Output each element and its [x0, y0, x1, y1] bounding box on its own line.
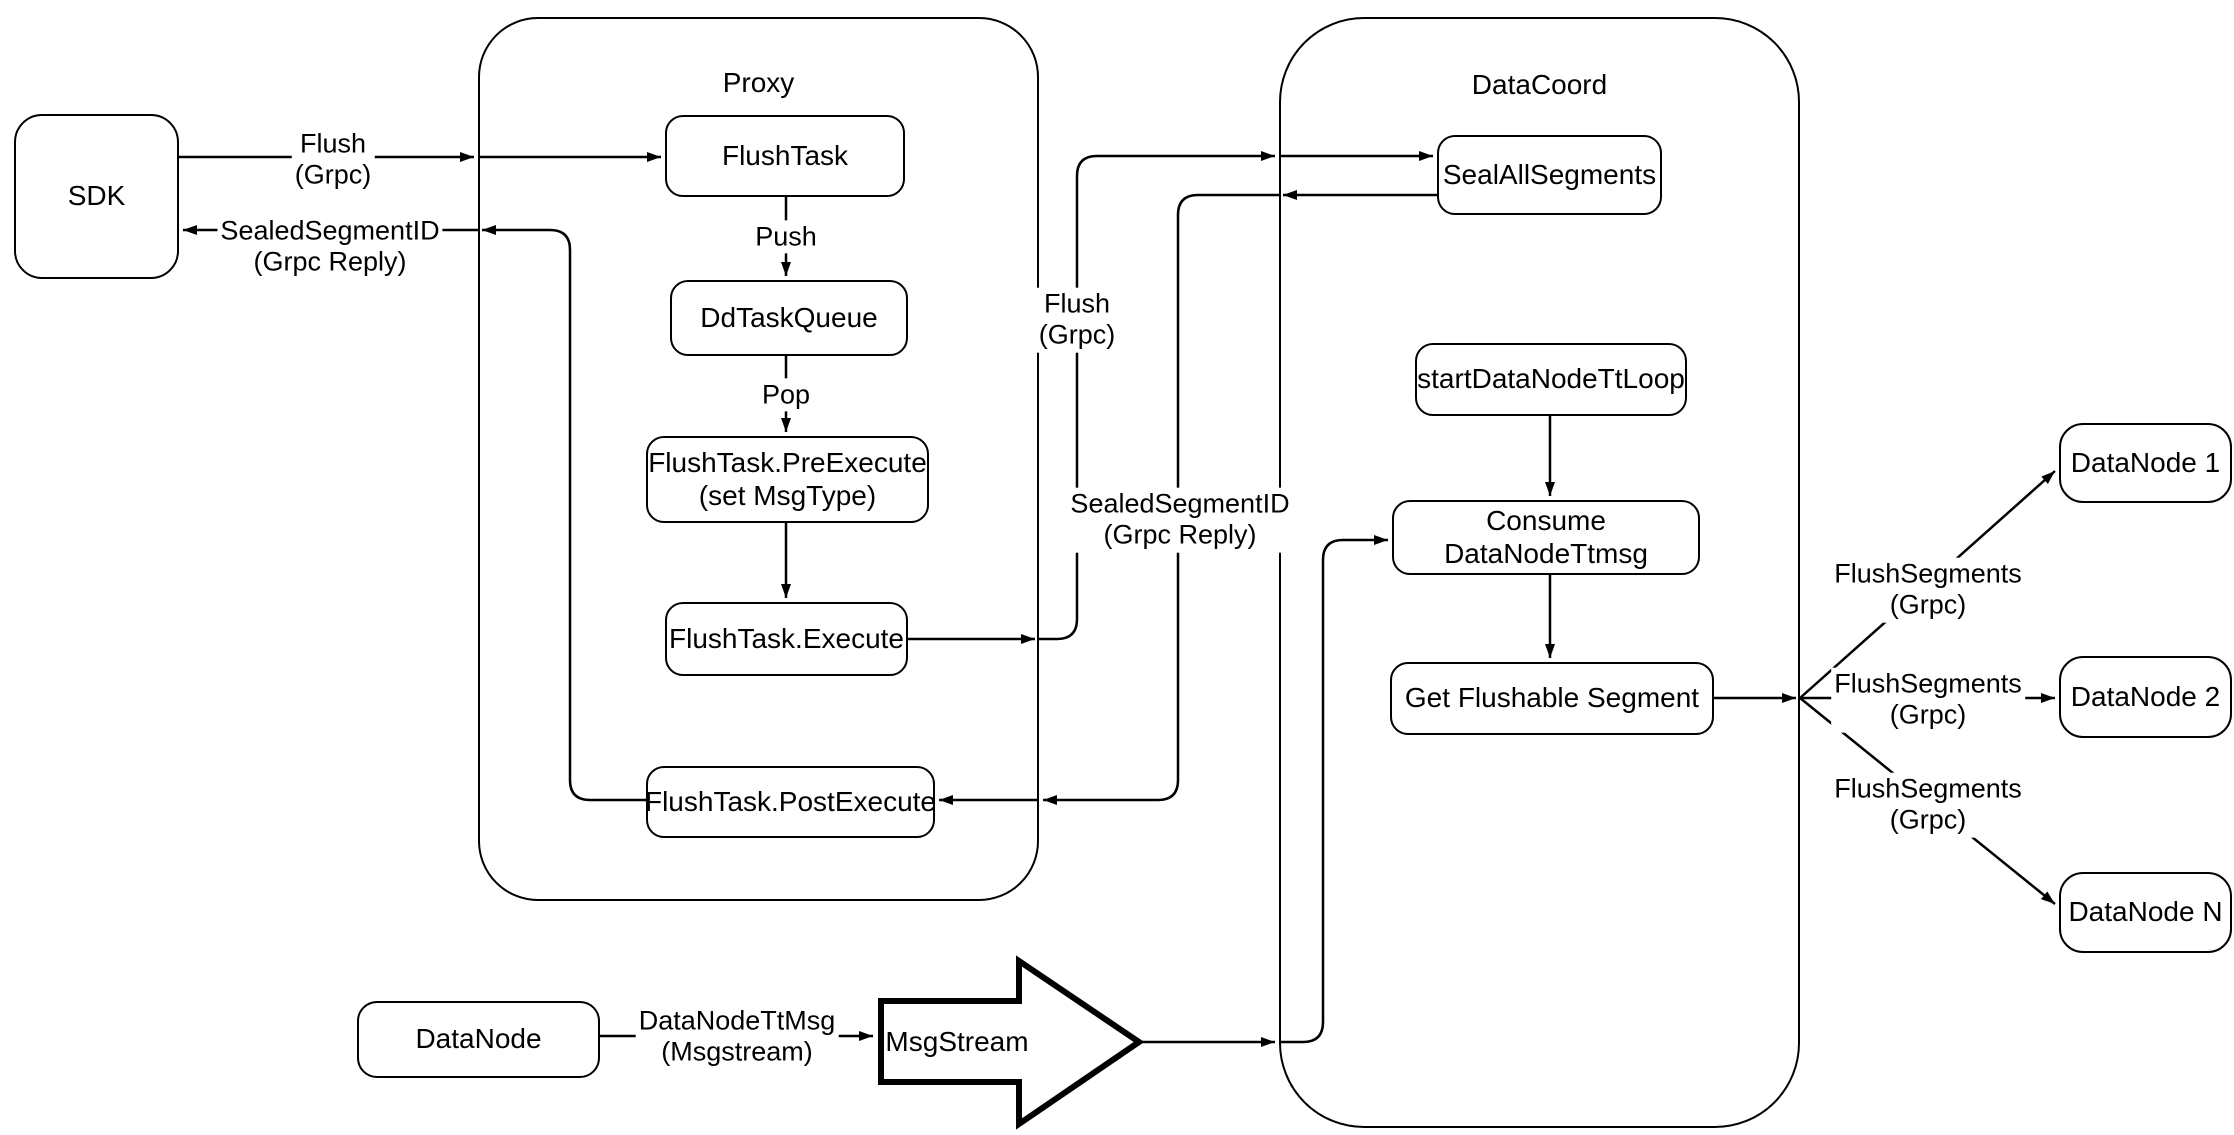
label-flush-grpc-mid: Flush (Grpc)	[1035, 287, 1119, 353]
label-flush-grpc-left: Flush (Grpc)	[291, 127, 375, 193]
node-datanode1: DataNode 1	[2059, 423, 2232, 503]
node-postexecute: FlushTask.PostExecute	[645, 766, 936, 838]
node-execute: FlushTask.Execute	[665, 602, 908, 676]
label-sealedsegmentid-left: SealedSegmentID (Grpc Reply)	[217, 214, 443, 280]
label-datanodettmsg: DataNodeTtMsg (Msgstream)	[635, 1004, 839, 1070]
node-preexecute: FlushTask.PreExecute (set MsgType)	[646, 436, 929, 523]
node-consume-datanodettmsg: Consume DataNodeTtmsg	[1392, 500, 1700, 575]
node-getflushablesegment: Get Flushable Segment	[1390, 662, 1714, 735]
label-sealedsegmentid-mid: SealedSegmentID (Grpc Reply)	[1067, 487, 1293, 553]
datacoord-container: DataCoord	[1279, 17, 1800, 1128]
node-sdk: SDK	[14, 114, 179, 279]
label-flushsegments-1: FlushSegments (Grpc)	[1831, 557, 2025, 623]
edge-msgstream-to-consume	[1279, 535, 1388, 1044]
edge-postexecute-to-proxy-edge	[482, 225, 646, 802]
node-sealallsegments: SealAllSegments	[1437, 135, 1662, 215]
proxy-container-title: Proxy	[722, 67, 795, 98]
node-datanode-bottom: DataNode	[357, 1001, 600, 1078]
label-pop: Pop	[758, 378, 814, 412]
node-ddtaskqueue: DdTaskQueue	[670, 280, 908, 356]
label-flushsegments-2: FlushSegments (Grpc)	[1831, 667, 2025, 733]
edge-flush-to-datacoord-edge	[1039, 151, 1275, 641]
label-flushsegments-3: FlushSegments (Grpc)	[1831, 772, 2025, 838]
node-datanoden: DataNode N	[2059, 872, 2232, 953]
node-datanode2: DataNode 2	[2059, 656, 2232, 738]
node-flushtask: FlushTask	[665, 115, 905, 197]
msgstream-block-arrow	[878, 955, 1145, 1130]
label-push: Push	[752, 220, 820, 254]
msgstream-label: MsgStream	[885, 1026, 1029, 1057]
datacoord-container-title: DataCoord	[1471, 69, 1608, 100]
proxy-container: Proxy	[478, 17, 1039, 901]
node-startdatanodettloop: startDataNodeTtLoop	[1415, 343, 1687, 416]
